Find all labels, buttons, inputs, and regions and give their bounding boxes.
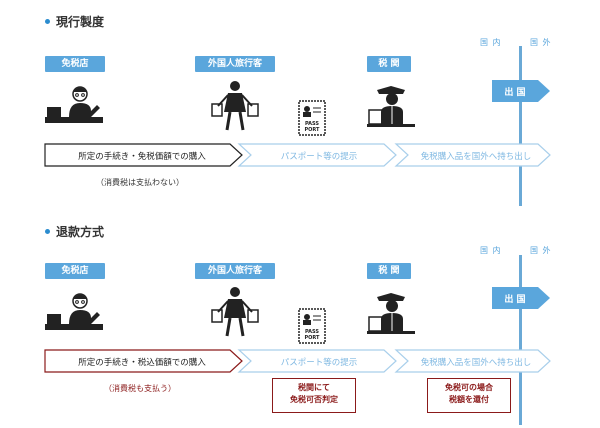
exit-arrow: 出 国	[492, 287, 550, 309]
traveler-icon	[211, 287, 259, 337]
passport-text-line1: PASS	[305, 121, 319, 127]
tag-customs: 税 関	[367, 56, 411, 72]
tag-tax-free-shop: 免税店	[45, 263, 105, 279]
passport-text-line2: PORT	[305, 127, 321, 133]
step-arrow-purchase	[44, 143, 243, 167]
tag-foreign-traveler: 外国人旅行客	[195, 263, 275, 279]
exit-label: 出 国	[504, 86, 525, 98]
domestic-label: 国 内	[480, 38, 502, 47]
shop-clerk-icon	[45, 293, 103, 330]
step-arrow-export	[394, 143, 551, 167]
customs-officer-icon	[367, 293, 415, 334]
box-line: 税額を還付	[449, 395, 489, 404]
step-label-passport: パスポート等の提示	[281, 357, 358, 368]
box-line: 免税可の場合	[445, 383, 493, 392]
abroad-label: 国 外	[530, 38, 552, 47]
section-title-current: 現行製度	[45, 13, 104, 30]
note-tax-paid: （消費税も支払う）	[104, 384, 176, 393]
step-arrow-passport	[237, 349, 397, 373]
step-label-export: 免税購入品を国外へ持ち出し	[421, 357, 532, 368]
step-label-export: 免税購入品を国外へ持ち出し	[421, 151, 532, 162]
passport-text-line2: PORT	[305, 335, 321, 341]
step-arrow-export	[394, 349, 551, 373]
step-label-purchase: 所定の手続き・税込価額での購入	[78, 357, 206, 368]
domestic-label: 国 内	[480, 246, 502, 255]
bullet-dot	[45, 19, 50, 24]
process-arrows-current: 所定の手続き・免税価額での購入 パスポート等の提示 免税購入品を国外へ持ち出し	[44, 143, 551, 167]
abroad-label: 国 外	[530, 246, 552, 255]
section-title-text: 現行製度	[56, 15, 105, 29]
tag-foreign-traveler: 外国人旅行客	[195, 56, 275, 72]
tag-tax-free-shop: 免税店	[45, 56, 105, 72]
exit-arrow: 出 国	[492, 80, 550, 102]
passport-icon: PASS PORT	[298, 100, 326, 136]
note-no-tax: （消費税は支払わない）	[96, 178, 184, 187]
border-line	[519, 46, 522, 206]
shop-clerk-icon	[45, 86, 103, 123]
border-line	[519, 255, 522, 425]
step-arrow-passport	[237, 143, 397, 167]
box-tax-refund: 免税可の場合 税額を還付	[427, 378, 511, 413]
traveler-icon	[211, 81, 259, 131]
box-line: 税関にて	[298, 383, 330, 392]
passport-icon: PASS PORT	[298, 308, 326, 344]
bullet-dot	[45, 229, 50, 234]
step-label-purchase: 所定の手続き・免税価額での購入	[78, 151, 206, 162]
box-customs-judgement: 税関にて 免税可否判定	[272, 378, 356, 413]
section-title-refund: 退款方式	[45, 223, 104, 240]
step-label-passport: パスポート等の提示	[281, 151, 358, 162]
exit-label: 出 国	[504, 293, 525, 305]
process-arrows-refund: 所定の手続き・税込価額での購入 パスポート等の提示 免税購入品を国外へ持ち出し	[44, 349, 551, 373]
tag-customs: 税 関	[367, 263, 411, 279]
section-title-text: 退款方式	[56, 225, 105, 239]
passport-text-line1: PASS	[305, 329, 319, 335]
step-arrow-purchase	[44, 349, 243, 373]
box-line: 免税可否判定	[290, 395, 338, 404]
customs-officer-icon	[367, 86, 415, 127]
